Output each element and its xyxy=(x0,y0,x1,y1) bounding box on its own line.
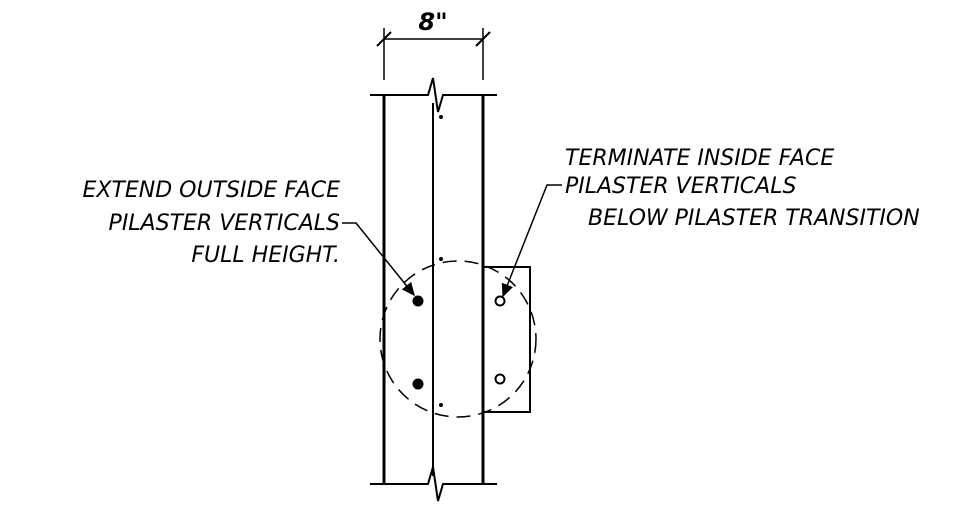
break-line-top xyxy=(370,77,497,113)
center-dot xyxy=(439,115,443,119)
note-right-line-2: PILASTER VERTICALS xyxy=(565,174,796,199)
inside-rebar xyxy=(494,295,506,307)
note-right: TERMINATE INSIDE FACE PILASTER VERTICALS… xyxy=(565,146,920,231)
inside-rebar xyxy=(494,373,506,385)
note-right-line-1: TERMINATE INSIDE FACE xyxy=(565,146,834,171)
break-line-bottom xyxy=(370,466,497,502)
pilaster-outline xyxy=(483,266,531,413)
leader-right xyxy=(501,184,562,298)
dimension-tick-right xyxy=(475,31,491,47)
dimension-8-inch: 8" xyxy=(376,8,491,80)
outside-rebar xyxy=(412,295,424,307)
note-left-line-3: FULL HEIGHT. xyxy=(191,243,340,268)
note-left-line-1: EXTEND OUTSIDE FACE xyxy=(82,178,340,203)
note-left: EXTEND OUTSIDE FACE PILASTER VERTICALS F… xyxy=(82,178,340,268)
dimension-label: 8" xyxy=(418,8,447,36)
leader-left xyxy=(342,222,415,297)
center-dot xyxy=(439,257,443,261)
dashed-circle-outline xyxy=(379,260,537,418)
note-right-line-3: BELOW PILASTER TRANSITION xyxy=(588,206,920,231)
center-dot xyxy=(439,403,443,407)
note-left-line-2: PILASTER VERTICALS xyxy=(109,211,340,236)
outside-rebar xyxy=(412,378,424,390)
dimension-tick-left xyxy=(376,31,392,47)
